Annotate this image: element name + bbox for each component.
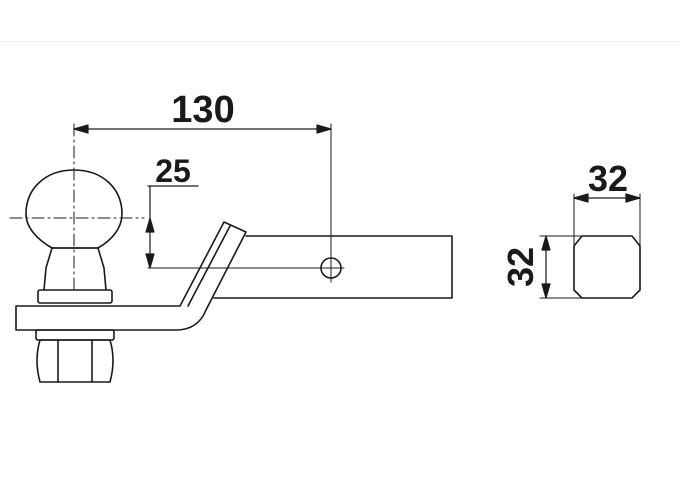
shank-tube: [147, 123, 453, 299]
dim-32-height: [541, 235, 551, 299]
arm-inner-line: [187, 225, 231, 307]
dim-32-width-arrow-left: [573, 193, 589, 203]
plate-outline: [15, 221, 247, 331]
ball-neck: [43, 247, 107, 291]
dim-32-height-arrow-top: [541, 235, 551, 251]
section-outline: [573, 235, 641, 299]
nut-assembly: [35, 329, 115, 383]
dim-130-arrow-right: [316, 124, 332, 134]
dim-32-width-label: 32: [588, 158, 628, 199]
dim-130: [73, 124, 332, 134]
dim-32-width: [573, 193, 641, 203]
header-divider: [0, 41, 680, 42]
tow-ball: [9, 123, 145, 304]
dim-130-label: 130: [171, 89, 234, 131]
shank-cross-section: [539, 193, 641, 299]
dim-130-arrow-left: [73, 124, 89, 134]
shank-outline: [213, 235, 453, 299]
dim-32-height-label: 32: [500, 247, 541, 287]
dim-25-arrow-top: [145, 217, 155, 233]
dim-25-arrow-bottom: [145, 253, 155, 269]
ball-collar: [37, 289, 113, 304]
dim-25-label: 25: [155, 153, 191, 189]
mount-plate: [15, 221, 247, 331]
hex-nut: [36, 339, 114, 383]
washer: [35, 329, 115, 341]
dim-32-height-arrow-bottom: [541, 283, 551, 299]
dim-25: [145, 185, 199, 269]
dim-32-width-arrow-right: [625, 193, 641, 203]
